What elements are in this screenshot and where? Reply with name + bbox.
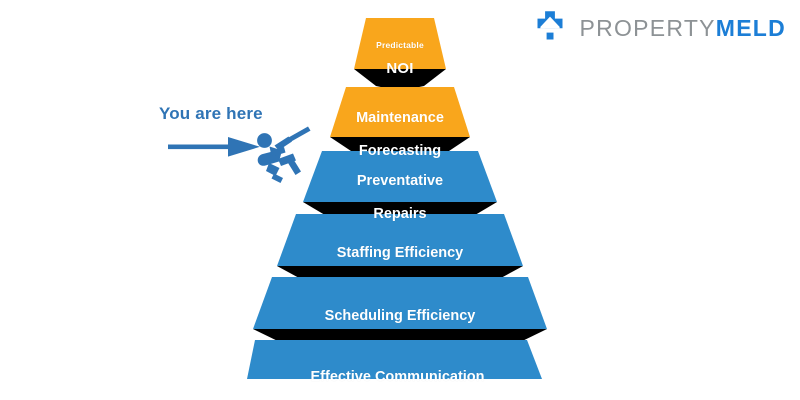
pyramid-tier-3-shape <box>303 151 497 202</box>
pyramid-tier-1[interactable] <box>354 18 446 91</box>
pyramid-tier-6-shape <box>247 340 542 379</box>
brand-wordmark: PROPERTYMELD <box>579 14 786 41</box>
right-arrow-icon <box>168 137 260 157</box>
pyramid-tier-1-shape <box>354 18 446 69</box>
pyramid-tier-2[interactable] <box>330 87 470 162</box>
climbing-person-icon <box>257 126 311 183</box>
brand-logo: PROPERTYMELD <box>532 10 786 46</box>
pyramid-tier-4-shape <box>277 214 523 266</box>
you-are-here-label: You are here <box>159 104 263 123</box>
pyramid-tier-1-shadow <box>354 69 446 91</box>
brand-wordmark-meld: MELD <box>715 14 786 41</box>
house-cross-logo-icon <box>537 11 563 40</box>
pyramid-tier-5-shape <box>253 277 547 329</box>
pyramid-tier-6[interactable] <box>247 340 542 379</box>
pyramid-tier-2-shape <box>330 87 470 137</box>
brand-wordmark-property: PROPERTY <box>579 14 716 41</box>
